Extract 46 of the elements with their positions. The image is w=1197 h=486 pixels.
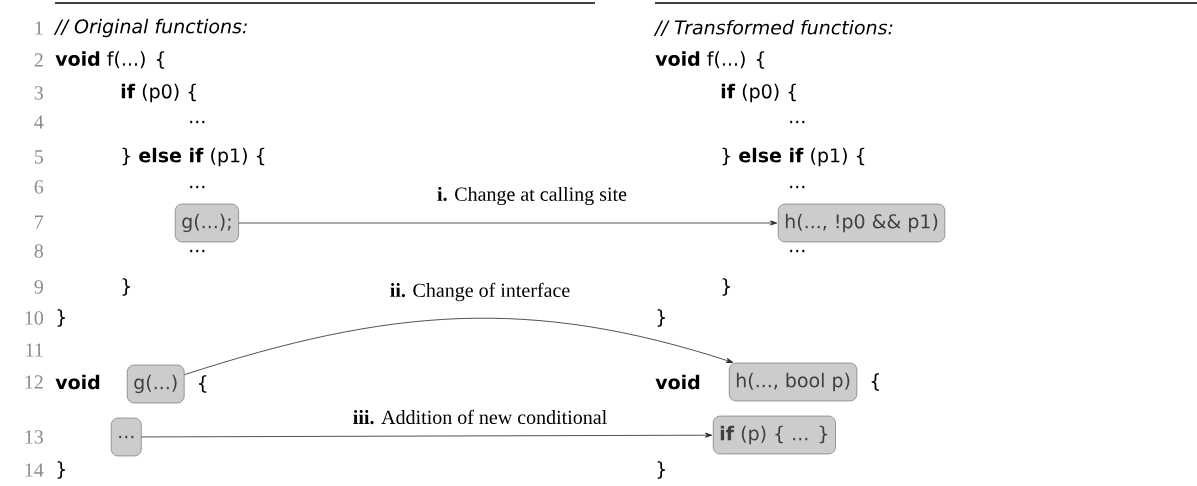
code-comment: // Original functions: [53, 18, 247, 38]
line-number: 12 [25, 375, 43, 389]
line-number: 6 [34, 180, 44, 194]
line-number: 4 [34, 115, 44, 129]
code-line: void [55, 374, 100, 390]
code-comment: // Transformed functions: [653, 19, 893, 37]
line-number: 2 [34, 53, 43, 67]
edge-label: ii. Change of interface [388, 281, 572, 303]
arrow [141, 432, 713, 438]
code-box: g(...) [127, 364, 185, 404]
edge-label: iii. Addition of new conditional [351, 408, 609, 426]
line-number: 13 [25, 430, 44, 444]
code-box: if (p) { ... } [713, 415, 836, 455]
code-line: } [722, 278, 730, 296]
code-line: } else if (p1) { [122, 147, 265, 167]
code-line: if (p0) { [721, 83, 796, 103]
line-number: 7 [35, 215, 44, 229]
code-line: ... [790, 120, 805, 124]
code-box: h(..., !p0 && p1) [778, 203, 946, 243]
code-line: } [657, 309, 665, 327]
code-line: if (p0) { [121, 83, 196, 103]
line-number: 11 [26, 343, 43, 357]
line-number: 3 [34, 86, 44, 100]
code-box: h(..., bool p) [729, 362, 858, 402]
code-line: void [655, 374, 700, 390]
code-line: } [57, 309, 65, 327]
code-line: } [657, 461, 665, 479]
line-number: 9 [34, 280, 43, 294]
code-line: } [57, 461, 65, 479]
line-number: 14 [25, 463, 44, 477]
code-line: ... [190, 120, 205, 124]
code-line: { [871, 373, 880, 391]
arrow [184, 318, 734, 376]
code-line: } [122, 278, 130, 296]
edge-label: i. Change at calling site [436, 185, 628, 207]
line-number: 10 [25, 311, 44, 325]
code-box: g(...); [175, 203, 239, 243]
code-line: } else if (p1) { [722, 147, 865, 167]
code-box: ... [111, 417, 142, 457]
code-line: void f(...) { [55, 51, 165, 69]
line-number: 1 [35, 21, 43, 35]
line-number: 8 [34, 244, 44, 258]
line-number: 5 [34, 150, 44, 164]
code-line: void f(...) { [655, 51, 765, 69]
arrow [238, 220, 778, 226]
code-line: { [199, 375, 207, 393]
